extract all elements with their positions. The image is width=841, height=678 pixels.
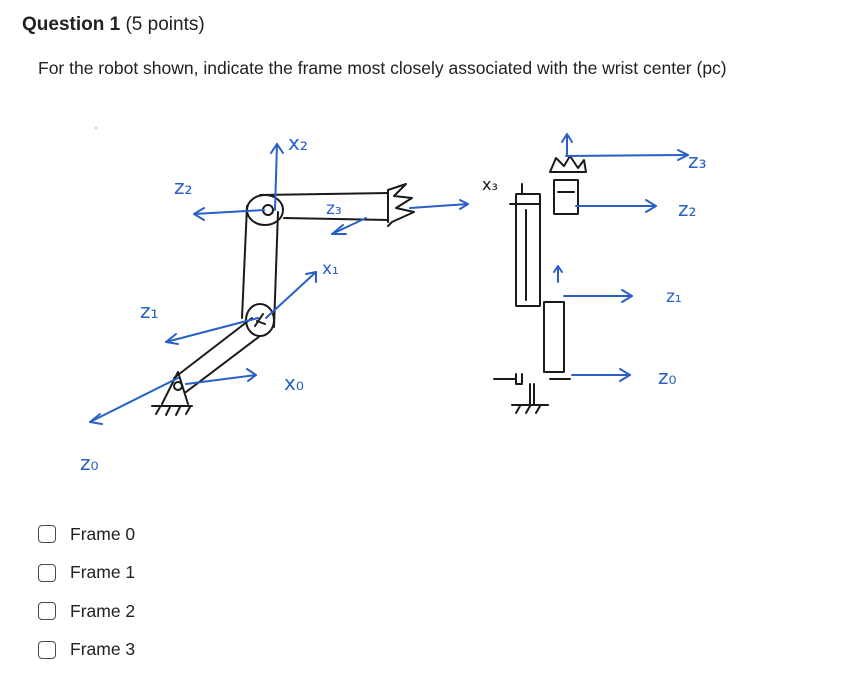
label-z2-left: z₂ [174, 175, 193, 199]
answer-options: Frame 0 Frame 1 Frame 2 Frame 3 [38, 515, 135, 669]
right-robot-sketch [493, 155, 587, 414]
option-frame-2[interactable]: Frame 2 [38, 592, 135, 631]
option-label: Frame 2 [70, 600, 136, 621]
label-x1-left: x₁ [322, 259, 339, 279]
label-x2-left: x₂ [288, 131, 308, 155]
label-z3-right: z₃ [688, 149, 707, 173]
stray-mark [95, 127, 97, 129]
label-z3-left: z₃ [326, 199, 342, 219]
option-label: Frame 0 [70, 523, 136, 544]
option-checkbox[interactable] [38, 563, 56, 582]
left-robot-sketch [151, 183, 415, 416]
option-frame-1[interactable]: Frame 1 [38, 554, 135, 593]
robot-frames-figure: z₀ z₁ z₂ z₃ x₀ x₁ x₂ x₃ z₃ z₂ z₁ z₀ [80, 131, 707, 475]
option-label: Frame 1 [70, 562, 136, 583]
question-prompt: For the robot shown, indicate the frame … [38, 58, 727, 78]
label-x0-left: x₀ [284, 371, 304, 395]
right-frame-arrows [553, 133, 689, 382]
question-number: Question 1 [22, 14, 121, 35]
question-points: (5 points) [125, 14, 205, 35]
option-frame-3[interactable]: Frame 3 [38, 631, 135, 670]
label-z1-right: z₁ [666, 287, 682, 307]
label-z0-right: z₀ [658, 365, 677, 389]
option-label: Frame 3 [70, 639, 136, 660]
option-frame-0[interactable]: Frame 0 [38, 515, 135, 554]
option-checkbox[interactable] [38, 602, 56, 621]
option-checkbox[interactable] [38, 525, 56, 544]
label-z2-right: z₂ [678, 197, 697, 221]
left-frame-arrows [89, 143, 469, 425]
question-header: Question 1 (5 points) [22, 14, 205, 36]
label-z0-left: z₀ [80, 451, 99, 475]
label-z1-left: z₁ [140, 299, 159, 323]
option-checkbox[interactable] [38, 640, 56, 659]
label-x3-right: x₃ [482, 175, 498, 194]
